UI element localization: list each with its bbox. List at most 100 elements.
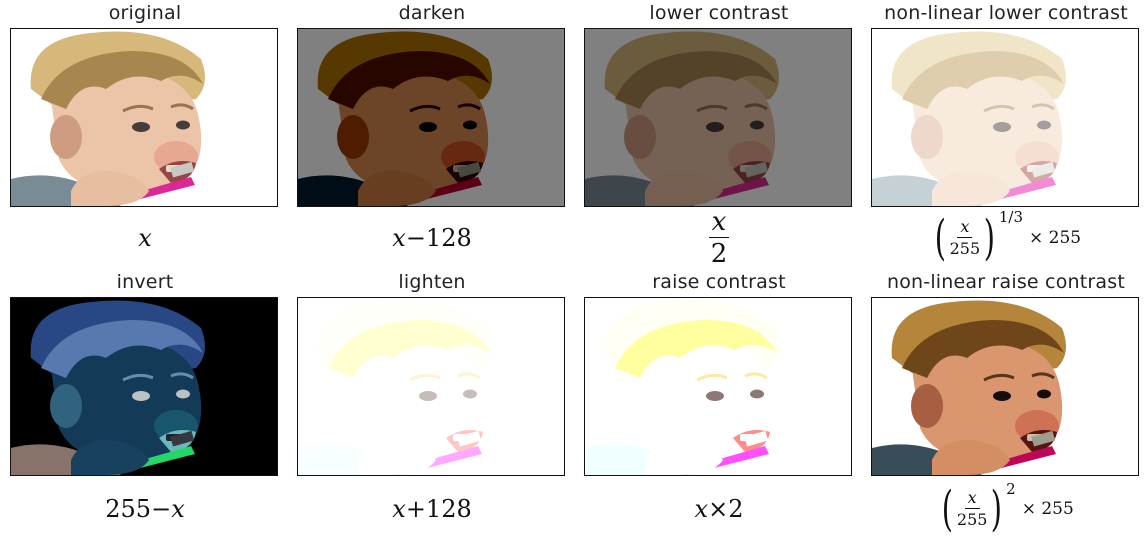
panel-title: invert: [116, 271, 174, 293]
formula-num: 2: [728, 495, 744, 523]
panel-title: raise contrast: [652, 271, 786, 293]
left-paren: (: [934, 210, 946, 266]
brow-right: [744, 103, 768, 111]
brow-left: [696, 104, 728, 113]
formula-fraction: x 255: [950, 219, 981, 257]
brow-right: [170, 103, 194, 111]
formula-tail: × 255: [1029, 228, 1082, 248]
brow-left: [122, 373, 154, 382]
left-paren: (: [941, 481, 954, 537]
eye-right: [463, 389, 477, 399]
formula: x × 2: [584, 474, 854, 544]
formula-op: −: [151, 495, 172, 523]
eye-left: [132, 391, 150, 401]
hand-shape: [932, 439, 1010, 475]
formula-var: x: [392, 495, 406, 523]
hair-fringe: [902, 51, 1064, 109]
formula: x: [10, 202, 280, 274]
brow-left: [409, 373, 441, 382]
child-photo: [585, 298, 851, 475]
hair-fringe: [41, 320, 203, 378]
child-photo: [872, 29, 1138, 206]
photo-frame: [871, 28, 1139, 207]
eye-right: [750, 120, 764, 130]
brow-left: [983, 104, 1015, 113]
hand-shape: [358, 170, 436, 206]
formula: x 2: [584, 202, 854, 274]
panel-title: lighten: [398, 271, 466, 293]
photo-frame: [10, 297, 278, 476]
formula-denominator: 2: [710, 239, 728, 269]
eye-left: [706, 122, 724, 132]
formula-exponent: 1/3: [998, 208, 1024, 226]
ear-shape: [624, 115, 656, 159]
eye-right: [176, 120, 190, 130]
child-photo: [872, 298, 1138, 475]
photo-frame: [871, 297, 1139, 476]
right-paren: ): [991, 481, 1003, 537]
formula-num: 128: [425, 224, 472, 252]
child-photo: [585, 29, 851, 206]
formula: ( x 255 ) 1/3 × 255: [871, 202, 1141, 274]
hair-fringe: [41, 51, 203, 109]
formula-var: x: [138, 224, 152, 252]
formula-op: +: [405, 495, 426, 523]
photo-frame: [297, 28, 565, 207]
photo-frame: [297, 297, 565, 476]
brow-right: [457, 103, 481, 111]
hair-fringe: [328, 51, 490, 109]
child-photo: [11, 298, 277, 475]
ear-shape: [911, 384, 943, 428]
brow-right: [1031, 372, 1055, 380]
toothbrush-head: [1031, 161, 1056, 178]
brow-left: [409, 104, 441, 113]
eye-left: [419, 391, 437, 401]
hand-shape: [645, 170, 723, 206]
brow-right: [744, 372, 768, 380]
hair-fringe: [615, 51, 777, 109]
formula-denominator: 255: [949, 239, 981, 258]
hair-fringe: [902, 320, 1064, 378]
photo-frame: [10, 28, 278, 207]
formula: x + 128: [297, 474, 567, 544]
child-photo: [298, 29, 564, 206]
formula-fraction: x 255: [957, 490, 988, 528]
toothbrush-head: [457, 430, 482, 447]
child-photo: [11, 29, 277, 206]
ear-shape: [50, 115, 82, 159]
brow-right: [457, 372, 481, 380]
eye-right: [750, 389, 764, 399]
toothbrush-head: [744, 430, 769, 447]
eye-left: [706, 391, 724, 401]
formula-numerator: x: [708, 209, 730, 238]
formula-numerator: x: [964, 490, 980, 509]
ear-shape: [337, 115, 369, 159]
brow-right: [1031, 103, 1055, 111]
hand-shape: [932, 170, 1010, 206]
hand-shape: [358, 439, 436, 475]
formula-denominator: 255: [956, 510, 988, 529]
hair-fringe: [615, 320, 777, 378]
ear-shape: [624, 384, 656, 428]
ear-shape: [50, 384, 82, 428]
formula-numerator: x: [957, 219, 973, 238]
toothbrush-head: [457, 161, 482, 178]
panel-title: original: [108, 2, 182, 24]
eye-left: [993, 122, 1011, 132]
brow-right: [170, 372, 194, 380]
toothbrush-head: [170, 430, 195, 447]
toothbrush-head: [1031, 430, 1056, 447]
eye-right: [1037, 389, 1051, 399]
hair-fringe: [328, 320, 490, 378]
eye-left: [993, 391, 1011, 401]
ear-shape: [911, 115, 943, 159]
formula-num: 128: [425, 495, 472, 523]
formula-var: x: [392, 224, 406, 252]
formula-var: x: [171, 495, 185, 523]
formula: x − 128: [297, 202, 567, 274]
toothbrush-head: [744, 161, 769, 178]
right-paren: ): [983, 210, 996, 266]
formula-fraction: x 2: [708, 209, 730, 269]
formula-num: 255: [105, 495, 152, 523]
eye-left: [132, 122, 150, 132]
